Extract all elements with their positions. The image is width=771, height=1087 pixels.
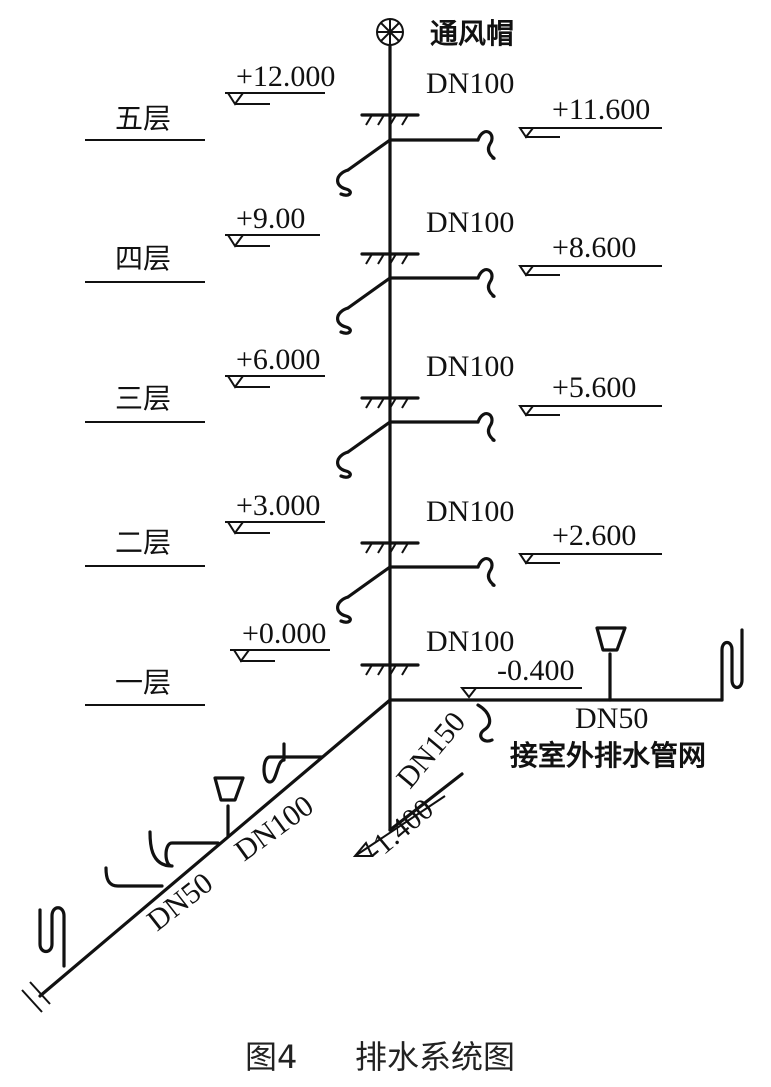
- floor-1-name: 一层: [115, 666, 171, 699]
- floor-1-elev: +0.000: [242, 617, 326, 650]
- elevation-mark-icon: [518, 265, 536, 277]
- dn150-label: DN150: [390, 706, 472, 795]
- floor-5-trap-icon: [476, 130, 496, 160]
- basement-section: DN150 -1.400: [352, 706, 472, 867]
- fixture-trap-icon: [148, 830, 220, 868]
- floor-5-branch-elev: +11.600: [552, 93, 650, 126]
- ground-branch-pipe: [38, 698, 392, 998]
- floor-2-trap-icon: [476, 557, 496, 587]
- floor-3-name: 三层: [115, 382, 171, 415]
- outlet-end-trap-icon: [720, 628, 744, 702]
- floor-5-name: 五层: [115, 102, 171, 135]
- outlet-elev: -0.400: [497, 654, 575, 687]
- elevation-mark-icon: [518, 127, 536, 139]
- floor-3-trap-icon: [476, 412, 496, 442]
- caption-title: 排水系统图: [355, 1038, 515, 1076]
- branch-pipe-upper: DN100: [229, 789, 320, 868]
- caption-fig: 图4: [245, 1038, 297, 1076]
- floor-4: 四层 +9.00 DN100 +8.600: [85, 202, 662, 335]
- floor-3-pipe: DN100: [426, 350, 514, 383]
- elevation-mark-icon: [226, 92, 245, 106]
- floor-3-branch-elev: +5.600: [552, 371, 636, 404]
- fixture-trap-icon: [38, 906, 66, 968]
- outlet-pipe-size: DN50: [575, 702, 648, 735]
- ground-branch: DN100 DN50: [21, 698, 392, 1013]
- floor-5-fixture-trap-icon: [336, 168, 352, 197]
- outdoor-outlet: -0.400 DN50 接室外排水管网: [388, 626, 744, 772]
- elevation-mark-icon: [459, 687, 479, 699]
- outlet-note: 接室外排水管网: [510, 739, 706, 772]
- floor-3: 三层 +6.000 DN100 +5.600: [85, 343, 662, 479]
- floor-1: 一层 +0.000 DN100: [85, 617, 514, 706]
- elevation-mark-icon: [232, 649, 251, 663]
- floor-2: 二层 +3.000 DN100 +2.600: [85, 489, 662, 624]
- floor-2-name: 二层: [115, 526, 171, 559]
- floor-2-branch-elev: +2.600: [552, 519, 636, 552]
- floor-3-elev: +6.000: [236, 343, 320, 376]
- elevation-mark-icon: [352, 841, 374, 857]
- elevation-mark-icon: [518, 553, 536, 565]
- floor-4-trap-icon: [476, 268, 496, 298]
- floor-4-name: 四层: [115, 242, 171, 275]
- floor-5: 五层 +12.000 DN100 +11.600: [85, 60, 662, 197]
- floor-drain-icon: [213, 776, 245, 802]
- fixture-trap-icon: [262, 742, 324, 784]
- floor-2-pipe: DN100: [426, 495, 514, 528]
- vent-cap-icon: [376, 18, 404, 46]
- elevation-mark-icon: [518, 405, 536, 417]
- floor-5-pipe: DN100: [426, 67, 514, 100]
- floor-4-elev: +9.00: [236, 202, 305, 235]
- outlet-trap-icon: [476, 703, 494, 743]
- elevation-mark-icon: [226, 234, 245, 248]
- floor-2-fixture-trap-icon: [336, 595, 352, 624]
- floor-4-pipe: DN100: [426, 206, 514, 239]
- bottom-elev: -1.400: [359, 792, 440, 867]
- vent-cap-label: 通风帽: [430, 17, 514, 50]
- elevation-mark-icon: [226, 521, 245, 535]
- floor-1-pipe: DN100: [426, 625, 514, 658]
- floor-5-elev: +12.000: [236, 60, 335, 93]
- elevation-mark-icon: [226, 375, 245, 389]
- dn150-pipe: [388, 772, 464, 832]
- floor-4-branch-elev: +8.600: [552, 231, 636, 264]
- floor-2-elev: +3.000: [236, 489, 320, 522]
- floor-4-fixture-trap-icon: [336, 306, 352, 335]
- floor-drain-icon: [595, 626, 627, 652]
- fixture-trap-icon: [104, 866, 164, 888]
- floor-3-fixture-trap-icon: [336, 450, 352, 479]
